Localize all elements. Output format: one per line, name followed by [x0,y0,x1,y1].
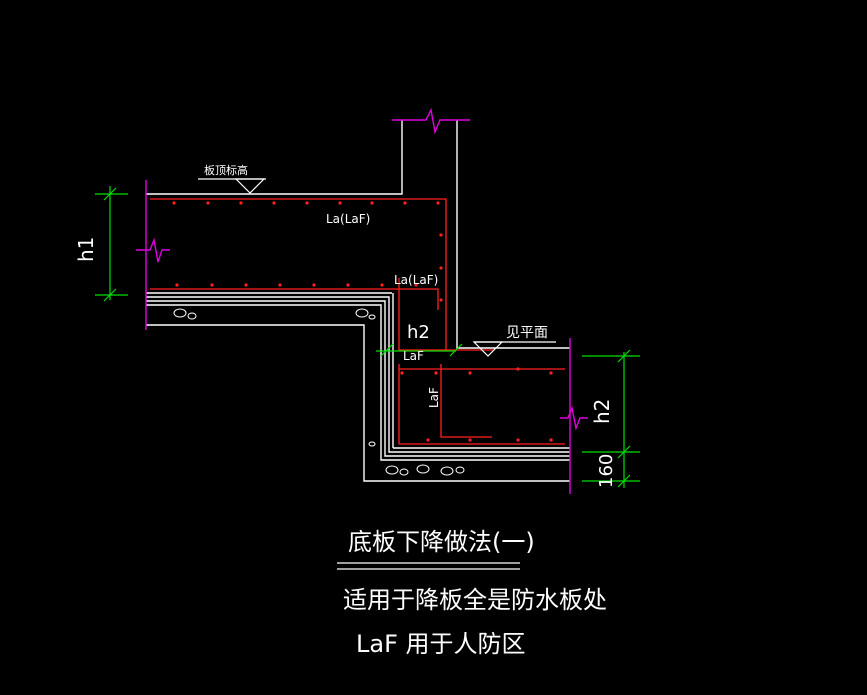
concrete-outline [145,107,571,494]
cushion-aggregate [173,308,465,476]
upper-bottom-bar [150,288,439,310]
rebar-dot [516,367,520,371]
rebar-dot [400,371,404,375]
rebar-dot [434,371,438,375]
rebar-dot [403,201,407,205]
rebar-dots [172,201,553,442]
h2-dimension-label: h2 [590,399,614,424]
cushion-bottom [146,324,570,482]
elevation-markers [198,178,556,357]
rebar [150,198,565,445]
see-plan-triangle [472,341,504,357]
title-block: 底板下降做法(一) 适用于降板全是防水板处 LaF 用于人防区 [337,528,607,658]
rebar-dot [175,283,179,287]
see-plan-label: 见平面 [506,325,548,341]
rebar-dot [338,201,342,205]
rebar-dot [272,201,276,205]
rebar-dot [468,371,472,375]
rebar-dot [312,283,316,287]
rebar-dot [244,283,248,287]
rebar-dot [206,201,210,205]
rebar-dot [436,201,440,205]
inner-h2-label: h2 [407,322,430,343]
break-marks [136,237,588,431]
dimension-lines [95,186,640,488]
anchor-top-label: La(LaF) [326,212,370,226]
rebar-dot [549,371,553,375]
rebar-dot [239,201,243,205]
drawing-labels: 板顶标高 La(LaF) La(LaF) h2 LaF LaF 见平面 [204,163,548,408]
right-break-mark [560,405,588,431]
title-sub1: 适用于降板全是防水板处 [343,586,607,614]
rebar-dot [439,233,443,237]
anchor-bottom-label: La(LaF) [394,273,438,287]
rebar-dot [346,283,350,287]
rebar-dot [516,438,520,442]
title-sub2: LaF 用于人防区 [356,630,526,658]
rebar-dot [305,201,309,205]
dimension-labels: h1 h2 160 [74,237,617,488]
rebar-dot [468,438,472,442]
upper-top-bar [150,198,447,350]
laf-vertical-label: LaF [427,387,441,408]
rebar-dot [210,283,214,287]
waterproof-layer-2 [146,300,570,457]
upper-slab-top-edge [146,120,403,195]
rebar-dot [172,201,176,205]
wall-right-face [456,120,570,349]
rebar-dot [549,438,553,442]
rebar-dot [426,438,430,442]
waterproof-layer-3 [146,304,570,461]
rebar-dot [439,266,443,270]
title-main: 底板下降做法(一) [348,528,535,556]
rebar-dot [380,283,384,287]
laf-horizontal-label: LaF [403,349,424,363]
wall-top-line [392,107,470,135]
wall-inner-bar [398,278,494,351]
rebar-dot [439,298,443,302]
rebar-dot [278,283,282,287]
rebar-dot [370,201,374,205]
rebar-dot [414,283,418,287]
h1-dimension-label: h1 [74,237,98,262]
slab-top-elev-label: 板顶标高 [204,163,248,177]
left-break-mark [136,237,170,263]
laf-anchor-bar [440,364,492,438]
waterproof-layer-1 [146,296,570,453]
slab-top-elev-triangle [234,178,266,194]
d160-dimension-label: 160 [596,454,617,488]
